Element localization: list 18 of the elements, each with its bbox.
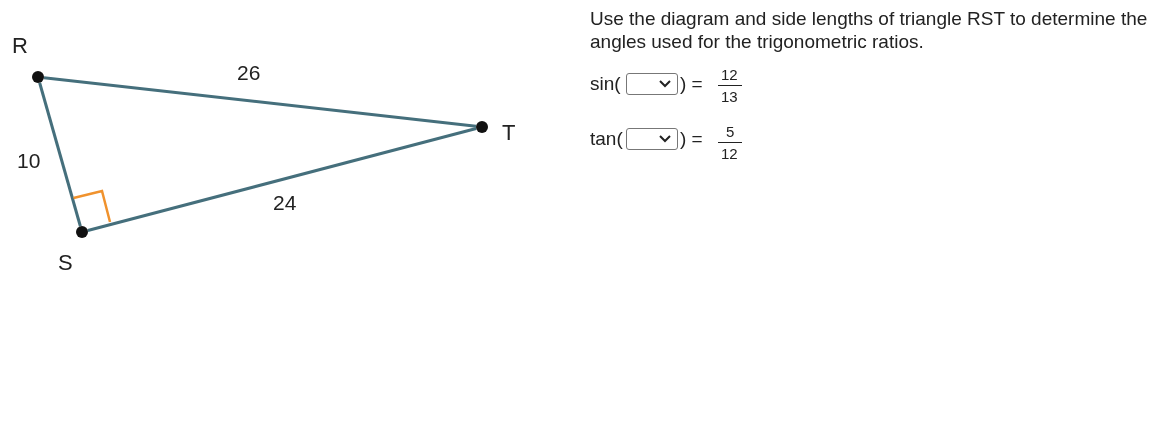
denominator: 12 [721,146,738,161]
function-text: tan( [590,128,623,151]
triangle-side [87,127,477,232]
equals-text: ) = [680,128,703,151]
numerator: 12 [721,67,738,82]
equals-text: ) = [680,73,703,96]
denominator: 13 [721,89,738,104]
triangle-side [43,76,477,128]
function-text: sin( [590,73,621,96]
vertex-dot [32,71,44,83]
vertex-dot [76,226,88,238]
question-text: Use the diagram and side lengths of triangle RST to determine the angles used for the trigonometric ratios. [590,8,1149,54]
triangle-side [38,82,82,227]
vertex-dot [476,121,488,133]
vertex-label: T [502,122,516,144]
vertex-label: R [12,35,28,57]
numerator: 5 [726,124,735,139]
vertex-label: S [58,252,73,274]
